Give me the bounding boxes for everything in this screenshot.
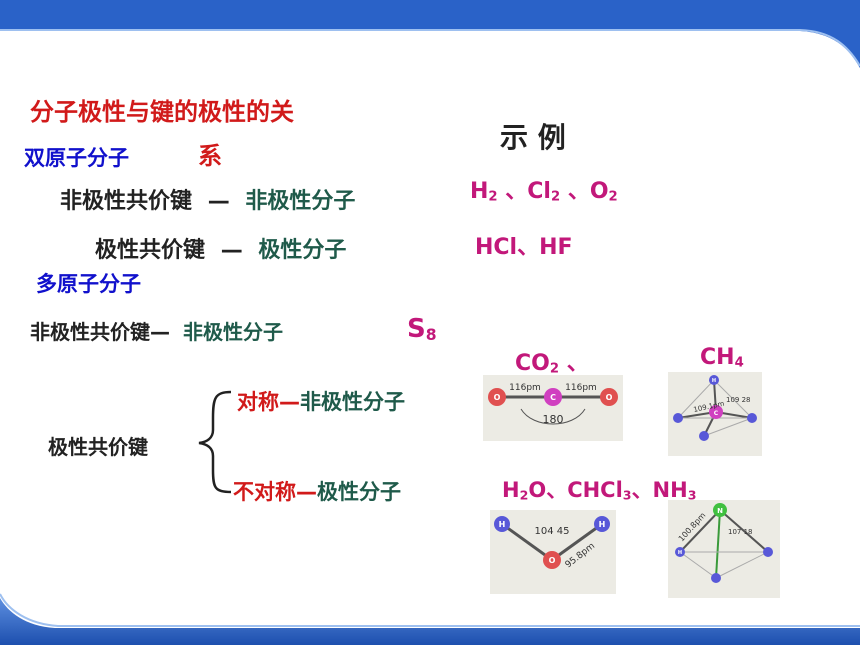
cl2-text: 、Cl [497, 179, 551, 204]
ch4-atom-c: C [714, 410, 719, 417]
co2-text: CO [515, 351, 550, 376]
co2-bond-angle: 180 [543, 413, 564, 426]
nh3-sub: 3 [687, 487, 697, 503]
s8-sub: 8 [425, 326, 437, 345]
ch4-bond-angle: 109 28 [726, 396, 751, 404]
diatomic-row-1: 非极性共价键 — 非极性分子 [60, 183, 355, 215]
co2-atom-c: C [550, 393, 556, 402]
h2o-sub: 2 [519, 487, 529, 503]
symmetric-label: 对称— [237, 390, 300, 414]
examples-heading: 示 例 [500, 121, 566, 154]
h2-sub: 2 [488, 189, 498, 205]
polar-examples: H2O、CHCl3、NH3 [502, 474, 696, 504]
co2-example: CO2 、 [515, 345, 589, 377]
top-banner-curve [0, 0, 860, 68]
symmetric-row: 对称—非极性分子 [237, 386, 405, 416]
nonpolar-bond-label: 非极性共价键 [60, 189, 193, 214]
polar-molecule-label: 极性分子 [258, 238, 347, 263]
nh3-model-image: N H 100.8pm 107 18 [668, 500, 780, 598]
co2-sub: 2 [549, 361, 560, 377]
bottom-banner [0, 593, 860, 645]
diatomic-example-2: HCl、HF [475, 235, 573, 260]
diatomic-heading: 双原子分子 [24, 146, 129, 170]
polar-bond-label: 极性共价键 [95, 238, 206, 263]
h2-text: H [470, 179, 489, 204]
nh3-atom-n: N [717, 507, 723, 515]
s8-example: S8 [407, 314, 437, 344]
h2o-model-image: H H O 104 45 95.8pm [490, 510, 616, 594]
slide-title-tail: 系 [198, 142, 222, 170]
ch4-sub: 4 [734, 355, 744, 371]
ch4-text: CH [700, 345, 735, 370]
nh3-text: 、NH [631, 478, 688, 502]
co2-sep: 、 [559, 351, 589, 376]
slide-title: 分子极性与键的极性的关 [30, 98, 294, 126]
brace-icon [198, 390, 232, 494]
co2-atom-o-left: O [494, 393, 501, 402]
polyatomic-heading: 多原子分子 [36, 272, 141, 296]
h2o-bond-angle: 104 45 [535, 526, 570, 537]
h2o-text: H [502, 478, 520, 502]
nonpolar-molecule-label: 非极性分子 [245, 189, 356, 214]
cl2-sub: 2 [550, 189, 561, 205]
nonpolar-molecule-label: 非极性分子 [182, 320, 283, 344]
h2o-atom-h-left: H [499, 520, 506, 529]
co2-model-image: O C O 116pm 116pm 180 [483, 375, 623, 441]
asymmetric-label: 不对称— [233, 480, 317, 504]
dash: — [220, 238, 243, 263]
diatomic-row-2: 极性共价键 — 极性分子 [95, 232, 346, 264]
o2-text: 、O [560, 179, 609, 204]
h2o-atom-h-right: H [599, 520, 606, 529]
co2-atom-o-right: O [606, 393, 613, 402]
ch4-atom-h: H [712, 378, 716, 384]
asymmetric-row: 不对称—极性分子 [233, 476, 401, 506]
chcl3-sub: 3 [622, 487, 632, 503]
ch4-model-image: C H 109.1pm 109 28 [668, 372, 762, 456]
ch4-example: CH4 [700, 345, 744, 371]
co2-bond-length-right: 116pm [565, 383, 597, 393]
s8-text: S [407, 314, 426, 344]
nonpolar-bond-label: 非极性共价键— [30, 320, 170, 344]
polar-molecule-label: 极性分子 [317, 480, 401, 504]
h2o-bond-length: 95.8pm [564, 541, 597, 570]
polyatomic-row-1: 非极性共价键— 非极性分子 [30, 316, 283, 345]
co2-bond-length-left: 116pm [509, 383, 541, 393]
nonpolar-molecule-label: 非极性分子 [300, 390, 405, 414]
chcl3-text: O、CHCl [528, 478, 623, 502]
dash: — [207, 189, 230, 214]
nh3-bond-angle: 107 18 [728, 528, 753, 536]
o2-sub: 2 [608, 189, 618, 205]
diatomic-example-1: H2 、Cl2 、O2 [470, 173, 618, 205]
h2o-atom-o: O [549, 556, 556, 565]
polar-bond-label: 极性共价键 [48, 435, 148, 459]
nh3-atom-h: H [678, 550, 682, 556]
